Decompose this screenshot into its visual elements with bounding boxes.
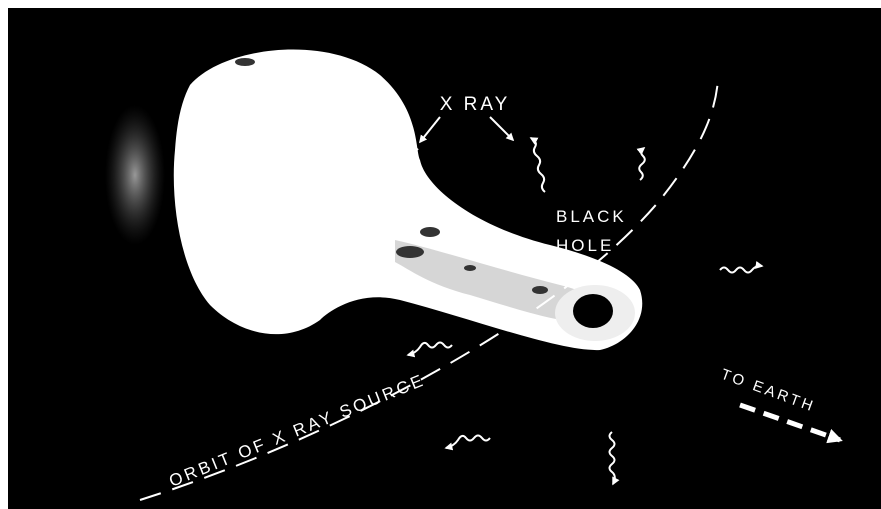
x-ray-label: X RAY	[440, 94, 511, 115]
black-hole-label-line1: BLACK	[556, 207, 627, 226]
black-hole-label-line2: HOLE	[556, 236, 614, 255]
star-glow	[105, 105, 165, 245]
black-hole	[573, 294, 613, 328]
